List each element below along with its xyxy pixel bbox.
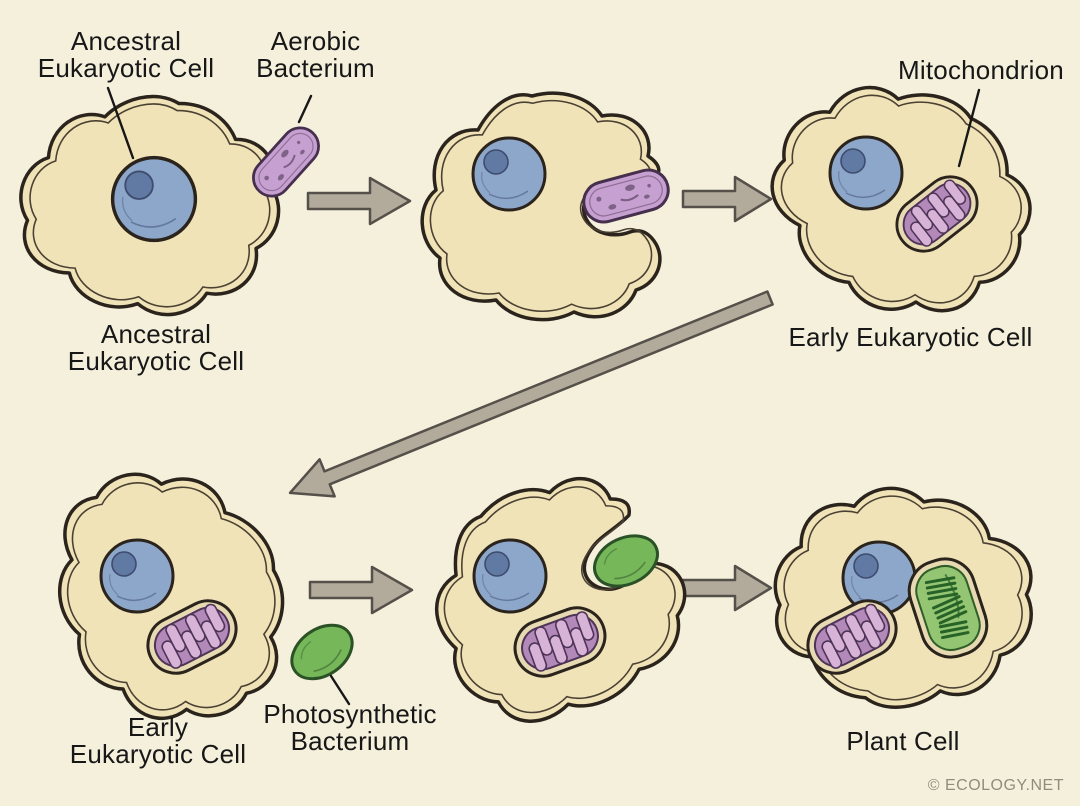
nucleus <box>99 538 175 614</box>
caption-plant-cell: Plant Cell <box>818 728 988 755</box>
photosynthetic-bacterium <box>280 612 364 692</box>
label-line: Early Eukaryotic Cell <box>788 322 1033 352</box>
label-line: Mitochondrion <box>898 55 1064 85</box>
label-line: Bacterium <box>256 53 375 83</box>
ancestral-eukaryotic-cell <box>0 65 303 345</box>
nucleus <box>472 538 548 614</box>
label-line: Eukaryotic Cell <box>69 739 247 769</box>
plant-cell <box>744 452 1063 747</box>
label-line: Aerobic <box>270 26 361 56</box>
label-photosynthetic-bacterium: Photosynthetic Bacterium <box>252 701 448 755</box>
nucleus <box>110 155 198 243</box>
label-line: Photosynthetic <box>263 699 437 729</box>
pointer-photosynthetic-bacterium <box>329 674 351 706</box>
arrow-engulf-step2 <box>308 565 414 615</box>
label-line: Eukaryotic Cell <box>67 346 245 376</box>
arrow-become-chloroplast <box>681 564 773 612</box>
label-line: Bacterium <box>290 726 410 756</box>
arrow-diagonal-to-second-row <box>288 290 774 498</box>
caption-early-eukaryotic-cell-2: Early Eukaryotic Cell <box>62 714 254 768</box>
label-line: Ancestral <box>70 26 182 56</box>
label-line: Early <box>127 712 189 742</box>
nucleus <box>828 135 904 211</box>
nucleus <box>471 136 547 212</box>
pointer-aerobic-bacterium <box>297 94 313 124</box>
pointer-ancestral-cell <box>106 86 135 160</box>
watermark-ecology-net: © ECOLOGY.NET <box>927 777 1064 794</box>
label-line: Plant Cell <box>846 726 960 756</box>
label-ancestral-eukaryotic-cell-callout: Ancestral Eukaryotic Cell <box>30 28 222 82</box>
pointer-mitochondrion <box>957 88 981 168</box>
caption-early-eukaryotic-cell: Early Eukaryotic Cell <box>788 324 1033 351</box>
label-aerobic-bacterium: Aerobic Bacterium <box>248 28 383 82</box>
label-mitochondrion: Mitochondrion <box>888 57 1074 84</box>
caption-ancestral-eukaryotic-cell: Ancestral Eukaryotic Cell <box>60 321 252 375</box>
label-line: Ancestral <box>100 319 212 349</box>
label-line: Eukaryotic Cell <box>37 53 215 83</box>
arrow-engulf-step1 <box>306 176 412 226</box>
arrow-become-mitochondrion <box>681 175 773 223</box>
